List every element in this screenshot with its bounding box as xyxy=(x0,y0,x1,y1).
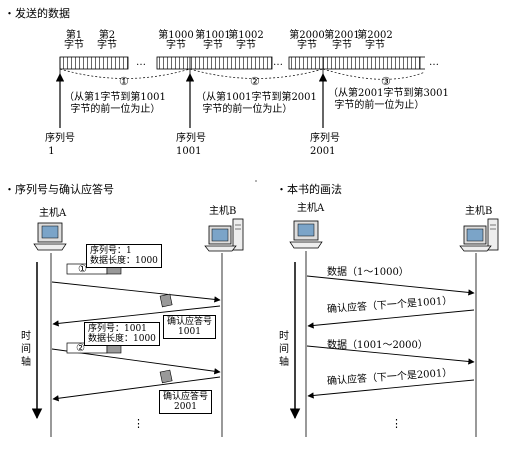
right-msg-data-2: 数据（1001～2000） xyxy=(327,340,428,351)
left-host-b-computer xyxy=(204,218,244,252)
left-message-arrows xyxy=(51,281,221,402)
left-host-a-label: 主机A xyxy=(39,208,67,219)
left-continuation-ellipsis: ⋮ xyxy=(133,417,144,430)
segment-1-range: （从第1字节到第1001 字节的前一位为止） xyxy=(64,92,166,115)
segment-2-range: （从第1001字节到第2001 字节的前一位为止） xyxy=(196,92,317,115)
section-title-send: ・发送的数据 xyxy=(4,7,70,20)
segment-1-number: ① xyxy=(119,75,129,88)
strip-ellipsis-2: … xyxy=(273,57,283,68)
right-host-b-label: 主机B xyxy=(465,206,493,217)
strip-ellipsis-3: … xyxy=(429,57,439,68)
right-host-b-computer xyxy=(459,218,499,252)
right-host-a-label: 主机A xyxy=(297,203,325,214)
seq-arrows xyxy=(55,73,328,128)
segment-3-range: （从第2001字节到第3001 字节的前一位为止） xyxy=(328,88,449,111)
left-time-axis-label: 时间轴 xyxy=(21,331,31,368)
left-packet-1-number: ① xyxy=(78,264,87,275)
right-time-axis-label: 时间轴 xyxy=(279,331,289,368)
strip-ellipsis-1: … xyxy=(136,57,146,68)
section-title-book: ・本书的画法 xyxy=(276,183,342,196)
left-packet-2-number: ② xyxy=(76,343,85,354)
left-host-b-label: 主机B xyxy=(209,206,237,217)
seq-number-1: 序列号 1 xyxy=(45,133,75,157)
right-host-a-computer xyxy=(289,220,323,249)
left-packets xyxy=(66,263,173,384)
right-message-arrows xyxy=(306,275,475,399)
right-continuation-ellipsis: ⋮ xyxy=(391,417,402,430)
right-msg-data-1: 数据（1～1000） xyxy=(327,267,409,278)
left-host-a-computer xyxy=(33,222,67,251)
segment-2-number: ② xyxy=(250,75,260,88)
section-title-seq-ack: ・序列号与确认应答号 xyxy=(4,183,114,196)
segment-3-number: ③ xyxy=(381,75,391,88)
byte-strip xyxy=(59,56,426,88)
